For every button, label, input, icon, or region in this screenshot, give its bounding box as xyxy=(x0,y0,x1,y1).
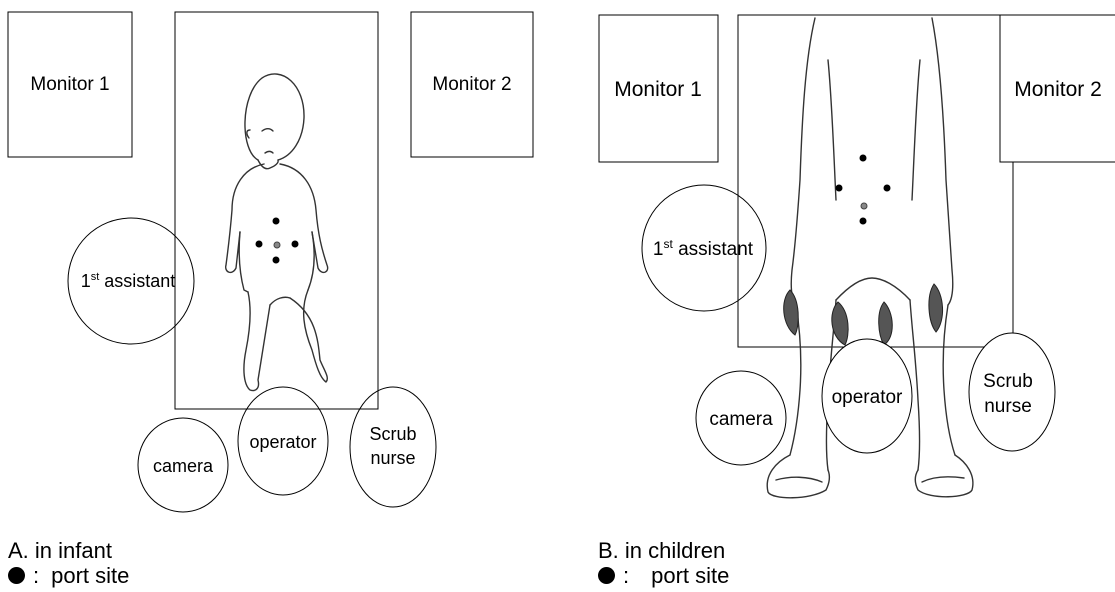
port-site-dot xyxy=(884,185,891,192)
scrub-nurse-label-line1: Scrub xyxy=(983,371,1033,392)
panel-children: Monitor 1 Monitor 2 xyxy=(599,15,1115,498)
umbilical-port-mark xyxy=(861,203,867,209)
legend-separator: : xyxy=(623,563,629,588)
monitor-2-label: Monitor 2 xyxy=(432,74,511,95)
camera-label: camera xyxy=(153,456,214,476)
legend-label: port site xyxy=(51,563,129,588)
scrub-nurse-circle xyxy=(350,387,436,507)
port-dot-icon xyxy=(8,567,25,584)
port-site-dot xyxy=(860,155,867,162)
scrub-nurse-label-line2: nurse xyxy=(370,448,415,468)
port-site-dot xyxy=(292,241,299,248)
scrub-nurse-label-line1: Scrub xyxy=(369,424,416,444)
camera-label: camera xyxy=(709,409,773,430)
operator-label: operator xyxy=(832,387,903,408)
operating-table xyxy=(175,12,378,409)
caption-children-title: B. in children xyxy=(598,538,729,563)
port-site-dot xyxy=(256,241,263,248)
panel-infant: Monitor 1 Monitor 2 1st assistant xyxy=(8,12,533,512)
legend-children: : port site xyxy=(598,563,729,588)
legend-label: port site xyxy=(651,563,729,588)
operator-label: operator xyxy=(249,432,316,452)
port-dot-icon xyxy=(598,567,615,584)
legend-infant: : port site xyxy=(8,563,129,588)
port-site-dot xyxy=(273,257,280,264)
operating-table xyxy=(738,15,1013,347)
monitor-1-label: Monitor 1 xyxy=(30,74,109,95)
infant-figure xyxy=(226,74,328,391)
legend-separator: : xyxy=(33,563,39,588)
caption-children: B. in children : port site xyxy=(598,538,729,588)
port-site-dot xyxy=(273,218,280,225)
umbilical-port-mark xyxy=(274,242,280,248)
assistant-label: 1st assistant xyxy=(81,271,176,291)
caption-infant: A. in infant : port site xyxy=(8,538,129,588)
assistant-label: 1st assistant xyxy=(653,237,754,260)
scrub-nurse-label-line2: nurse xyxy=(984,396,1032,417)
port-site-dot xyxy=(836,185,843,192)
scrub-nurse-circle xyxy=(969,333,1055,451)
caption-infant-title: A. in infant xyxy=(8,538,129,563)
knee-pads xyxy=(784,284,943,345)
monitor-1-label: Monitor 1 xyxy=(614,78,702,101)
port-site-dot xyxy=(860,218,867,225)
monitor-2-label: Monitor 2 xyxy=(1014,78,1102,101)
